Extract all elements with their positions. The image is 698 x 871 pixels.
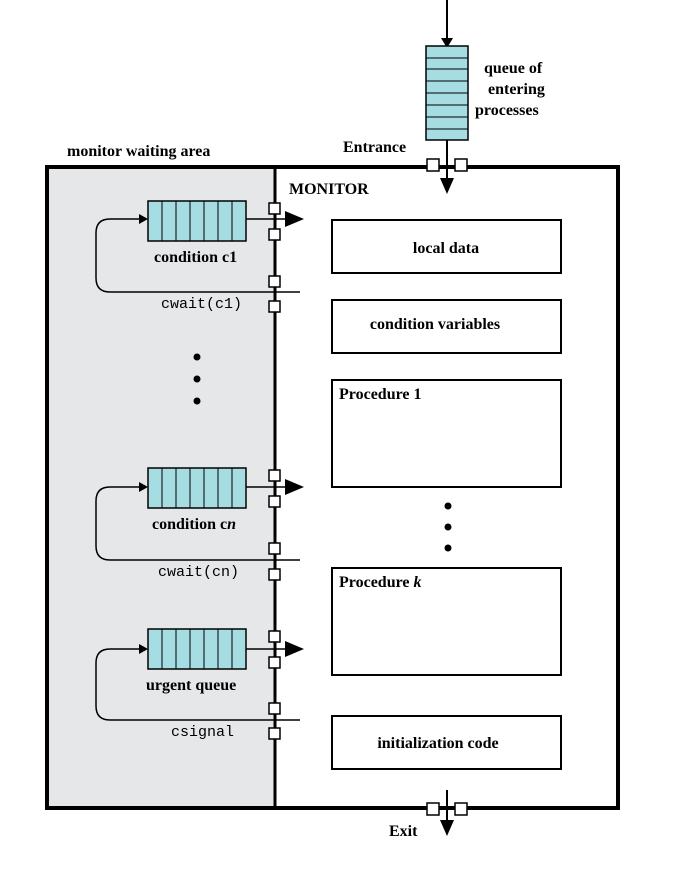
entering-queue — [425, 45, 469, 141]
procedure-1-box — [331, 379, 562, 488]
procedure-ellipsis-dot-2 — [444, 523, 452, 531]
urgent-queue-gate-top — [268, 630, 281, 643]
entering-arrowhead — [441, 38, 453, 48]
monitor-waiting-area-label: monitor waiting area — [67, 143, 210, 160]
urgent-queue-exit-arrowhead — [285, 641, 304, 657]
local-data-box — [331, 219, 562, 274]
procedure-1-label: Procedure 1 — [339, 386, 422, 403]
condition-cn-queue — [147, 467, 247, 509]
condition-cn-gate-top — [268, 469, 281, 482]
condition-cn-label-prefix: condition c — [152, 516, 227, 533]
monitor-label: MONITOR — [289, 181, 369, 198]
urgent-queue-label: urgent queue — [146, 677, 236, 694]
queue-of-entering-label-3: processes — [475, 102, 539, 119]
csignal-gate — [268, 727, 281, 740]
condition-variables-box — [331, 299, 562, 354]
cwait-cn-label: cwait(cn) — [158, 564, 239, 581]
waiting-ellipsis-dot-1 — [193, 353, 201, 361]
condition-cn-exit-arrowhead — [285, 479, 304, 495]
exit-arrowhead — [440, 820, 454, 836]
waiting-ellipsis-dot-2 — [193, 375, 201, 383]
procedure-k-label: Procedure k — [339, 574, 422, 591]
procedure-k-label-suffix: k — [414, 574, 422, 591]
local-data-label: local data — [413, 240, 479, 257]
condition-cn-loop — [95, 486, 300, 561]
cwait-c1-gate — [268, 300, 281, 313]
procedure-k-box — [331, 567, 562, 676]
procedure-k-label-prefix: Procedure — [339, 574, 414, 591]
exit-label: Exit — [389, 823, 418, 840]
condition-c1-loop-arrowhead — [139, 214, 148, 224]
entrance-arrowhead — [440, 178, 454, 194]
procedure-ellipsis-dot-1 — [444, 502, 452, 510]
condition-c1-gate-mid — [268, 228, 281, 241]
cwait-cn-gate — [268, 568, 281, 581]
queue-of-entering-label-1: queue of — [484, 60, 543, 77]
exit-gate-left — [426, 802, 440, 816]
entrance-gate-right — [454, 158, 468, 172]
condition-cn-label-suffix: n — [227, 516, 236, 533]
cwait-c1-label: cwait(c1) — [161, 296, 242, 313]
condition-cn-gate-mid — [268, 495, 281, 508]
csignal-label: csignal — [171, 724, 234, 741]
entrance-label: Entrance — [343, 139, 406, 156]
urgent-queue-gate-mid — [268, 656, 281, 669]
urgent-queue — [147, 628, 247, 670]
condition-cn-gate-bottom — [268, 542, 281, 555]
condition-c1-loop — [95, 218, 300, 293]
initialization-code-box — [331, 715, 562, 770]
entrance-gate-left — [426, 158, 440, 172]
urgent-queue-loop — [95, 648, 300, 721]
condition-cn-label: condition cn — [152, 516, 236, 533]
urgent-queue-gate-bottom — [268, 702, 281, 715]
waiting-ellipsis-dot-3 — [193, 397, 201, 405]
condition-c1-exit-arrowhead — [285, 211, 304, 227]
queue-of-entering-label-2: entering — [488, 81, 545, 98]
condition-c1-gate-top — [268, 202, 281, 215]
condition-variables-label: condition variables — [370, 316, 500, 333]
exit-gate-right — [454, 802, 468, 816]
condition-c1-label: condition c1 — [154, 249, 237, 266]
condition-cn-loop-arrowhead — [139, 482, 148, 492]
monitor-frame — [45, 165, 620, 810]
condition-c1-queue — [147, 200, 247, 242]
condition-c1-gate-bottom — [268, 275, 281, 288]
initialization-code-label: initialization code — [377, 735, 498, 752]
urgent-queue-loop-arrowhead — [139, 644, 148, 654]
procedure-ellipsis-dot-3 — [444, 544, 452, 552]
